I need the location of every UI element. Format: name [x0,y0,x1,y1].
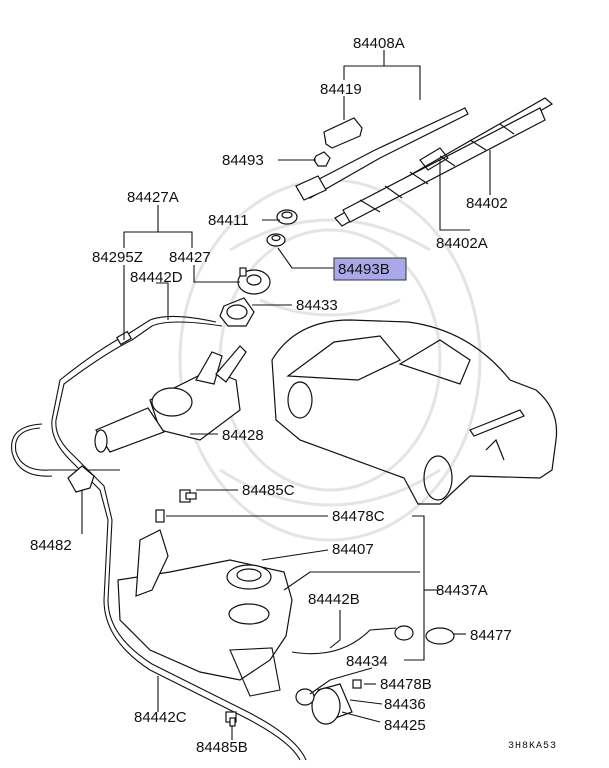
label-84485C[interactable]: 84485C [242,482,295,499]
label-84295Z[interactable]: 84295Z [92,249,143,266]
motor-grommet [237,267,271,295]
washer-hose-upper [51,315,301,761]
part-labels: 84408A 84419 84493 84402 84411 84402A 84… [30,35,557,756]
label-84482[interactable]: 84482 [30,537,72,554]
tank-cap [226,564,272,590]
wiper-motor [94,345,247,453]
label-84436[interactable]: 84436 [384,696,426,713]
label-84442B[interactable]: 84442B [308,591,360,608]
label-84437A[interactable]: 84437A [436,582,488,599]
label-84402A[interactable]: 84402A [436,235,488,252]
hose-clip [67,465,95,493]
label-84493[interactable]: 84493 [222,152,264,169]
leader-lines [81,50,491,740]
bolt-84485C [179,489,197,503]
label-84408A[interactable]: 84408A [353,35,405,52]
label-84428[interactable]: 84428 [222,427,264,444]
pivot-grommet [266,233,286,247]
washer-pump [311,683,353,725]
pivot-bushing [276,209,298,225]
pivot-nut [313,151,331,167]
hose-loop [11,423,120,477]
label-84442D[interactable]: 84442D [130,269,183,286]
wiper-arm [295,107,469,201]
bolt-84485B [225,711,237,727]
label-84419[interactable]: 84419 [320,81,362,98]
label-84427A[interactable]: 84427A [127,189,179,206]
label-84433[interactable]: 84433 [296,297,338,314]
label-84485B[interactable]: 84485B [196,739,248,756]
washer-hose-b [291,627,397,655]
arm-cap [323,117,363,149]
check-valve [394,625,414,641]
washer-tank [117,529,293,697]
vehicle-outline [271,319,558,505]
label-84402[interactable]: 84402 [466,195,508,212]
label-84493B[interactable]: 84493B [338,261,390,278]
pump-grommet [295,688,315,706]
label-84411[interactable]: 84411 [208,212,249,229]
clip-84478C [155,509,165,523]
label-84478C[interactable]: 84478C [332,508,385,525]
label-84427[interactable]: 84427 [169,249,211,266]
wiper-blade [334,97,554,227]
clip-84478B [352,679,362,689]
label-84478B[interactable]: 84478B [380,676,432,693]
highlight-box [333,257,407,281]
label-84434[interactable]: 84434 [346,653,388,670]
label-84407[interactable]: 84407 [332,541,374,558]
label-84477[interactable]: 84477 [470,627,512,644]
cap-84477 [425,627,455,645]
label-84425[interactable]: 84425 [384,717,426,734]
figure-code: 3H8KA53 [508,741,557,752]
watermark-emblem [178,178,482,542]
motor-packing [219,297,255,327]
label-84442C[interactable]: 84442C [134,709,187,726]
